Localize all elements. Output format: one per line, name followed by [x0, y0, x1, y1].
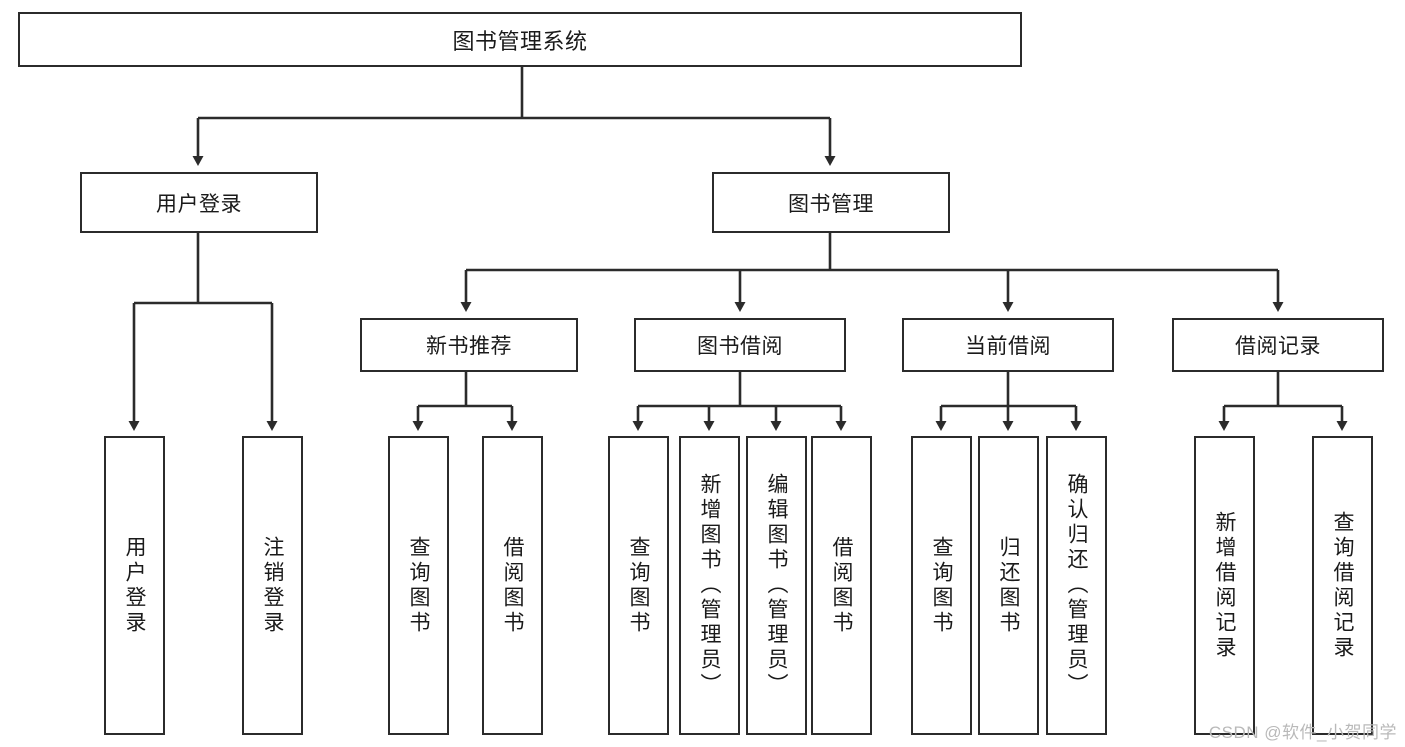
leaf-add-book-admin[interactable]: 新增图书（管理员）	[679, 436, 740, 735]
node-new-book-recommend[interactable]: 新书推荐	[360, 318, 578, 372]
node-book-management-label: 图书管理	[788, 192, 874, 216]
leaf-borrow-book-2[interactable]: 借阅图书	[811, 436, 872, 735]
leaf-query-borrow-record-label: 查询借阅记录	[1331, 510, 1354, 661]
leaf-query-book-3[interactable]: 查询图书	[911, 436, 972, 735]
node-book-borrow-label: 图书借阅	[697, 335, 783, 358]
leaf-edit-book-admin-label: 编辑图书（管理员）	[765, 473, 788, 698]
leaf-add-borrow-record-label: 新增借阅记录	[1213, 510, 1236, 661]
leaf-logout-login-label: 注销登录	[261, 535, 284, 636]
leaf-confirm-return-admin[interactable]: 确认归还（管理员）	[1046, 436, 1107, 735]
node-root[interactable]: 图书管理系统	[18, 12, 1022, 67]
node-book-management[interactable]: 图书管理	[712, 172, 950, 233]
leaf-query-book-2-label: 查询图书	[627, 535, 650, 636]
node-current-borrow-label: 当前借阅	[965, 335, 1051, 358]
leaf-edit-book-admin[interactable]: 编辑图书（管理员）	[746, 436, 807, 735]
node-borrow-record-label: 借阅记录	[1235, 335, 1321, 358]
leaf-return-book-label: 归还图书	[997, 535, 1020, 636]
leaf-logout-login[interactable]: 注销登录	[242, 436, 303, 735]
leaf-query-book-1-label: 查询图书	[407, 535, 430, 636]
leaf-return-book[interactable]: 归还图书	[978, 436, 1039, 735]
leaf-borrow-book-1[interactable]: 借阅图书	[482, 436, 543, 735]
leaf-confirm-return-admin-label: 确认归还（管理员）	[1065, 473, 1088, 698]
leaf-add-book-admin-label: 新增图书（管理员）	[698, 473, 721, 698]
node-current-borrow[interactable]: 当前借阅	[902, 318, 1114, 372]
node-user-login[interactable]: 用户登录	[80, 172, 318, 233]
leaf-borrow-book-2-label: 借阅图书	[830, 535, 853, 636]
node-book-borrow[interactable]: 图书借阅	[634, 318, 846, 372]
csdn-watermark: CSDN @软件_小贺同学	[1208, 723, 1397, 742]
leaf-user-login-label: 用户登录	[123, 535, 146, 636]
node-borrow-record[interactable]: 借阅记录	[1172, 318, 1384, 372]
leaf-query-borrow-record[interactable]: 查询借阅记录	[1312, 436, 1373, 735]
leaf-user-login[interactable]: 用户登录	[104, 436, 165, 735]
leaf-query-book-2[interactable]: 查询图书	[608, 436, 669, 735]
leaf-borrow-book-1-label: 借阅图书	[501, 535, 524, 636]
leaf-add-borrow-record[interactable]: 新增借阅记录	[1194, 436, 1255, 735]
node-user-login-label: 用户登录	[156, 192, 242, 216]
leaf-query-book-3-label: 查询图书	[930, 535, 953, 636]
node-new-book-recommend-label: 新书推荐	[426, 335, 512, 358]
node-root-label: 图书管理系统	[452, 28, 588, 54]
leaf-query-book-1[interactable]: 查询图书	[388, 436, 449, 735]
